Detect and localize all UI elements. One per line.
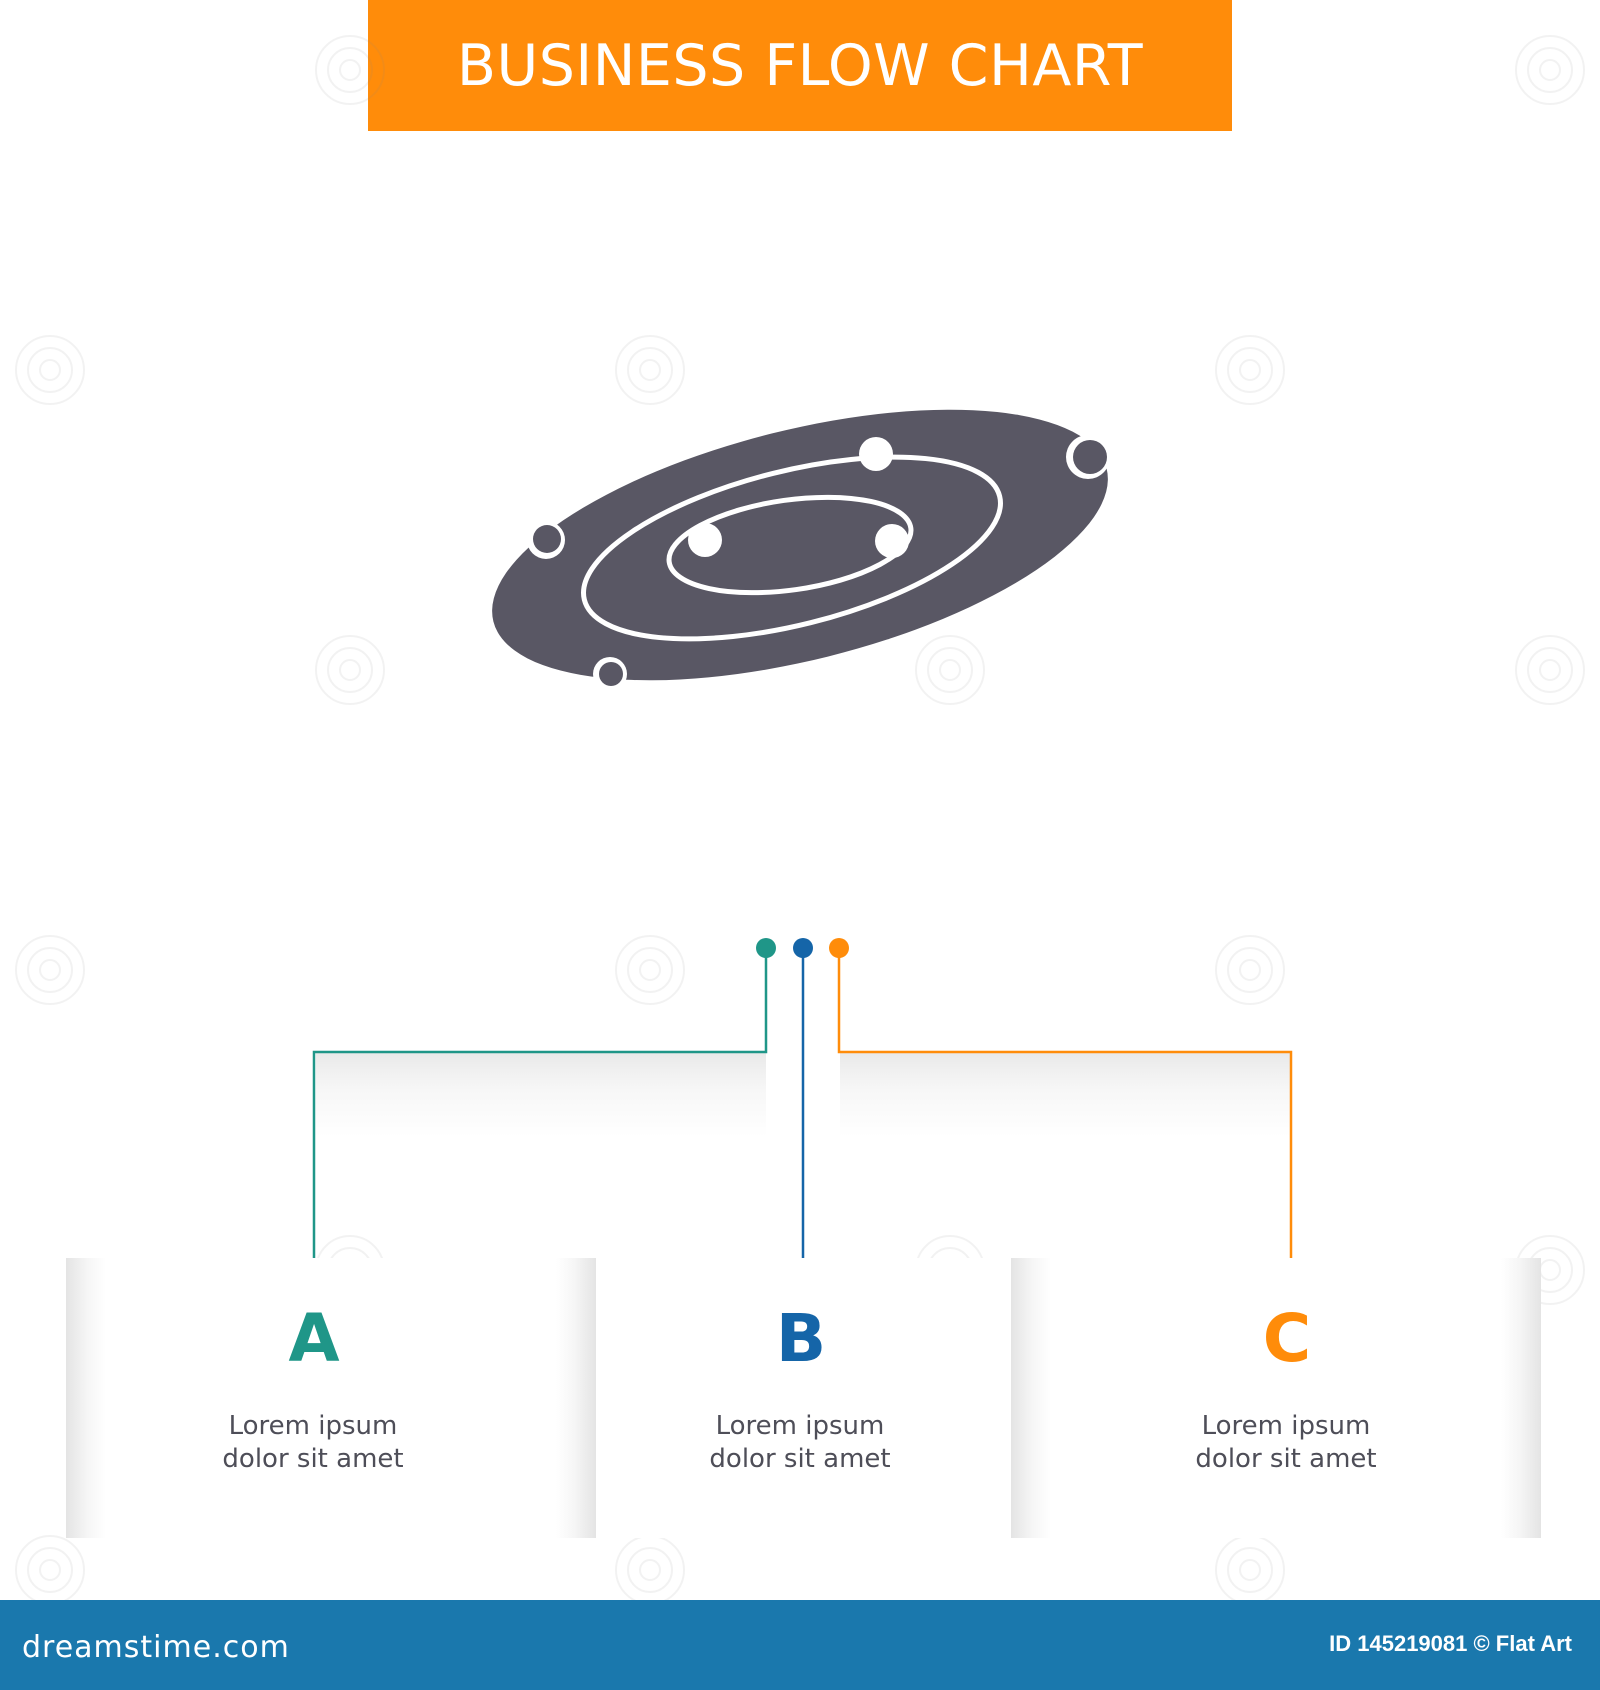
connector-shadow-left <box>316 1052 766 1137</box>
connector-c-dot <box>829 938 849 958</box>
step-c-caption-line1: Lorem ipsum <box>1201 1411 1371 1441</box>
step-a-letter: A <box>288 1300 340 1377</box>
chart-title: BUSINESS FLOW CHART <box>456 32 1144 99</box>
galaxy-orbit-icon <box>492 409 1110 691</box>
step-c-letter: C <box>1262 1300 1312 1377</box>
connector-lines <box>312 938 1293 1275</box>
title-banner: BUSINESS FLOW CHART <box>368 0 1232 131</box>
step-b-caption-line2: dolor sit amet <box>709 1444 891 1474</box>
connector-shadow-right <box>840 1052 1292 1137</box>
step-c-caption-line2: dolor sit amet <box>1195 1444 1377 1474</box>
step-b-letter: B <box>775 1300 827 1377</box>
connector-b-dot <box>793 938 813 958</box>
step-b-caption: Lorem ipsum dolor sit amet <box>670 1410 930 1476</box>
connector-c-line <box>837 948 1293 1275</box>
step-c-caption: Lorem ipsum dolor sit amet <box>1156 1410 1416 1476</box>
connector-a-dot <box>756 938 776 958</box>
step-a-caption-line2: dolor sit amet <box>222 1444 404 1474</box>
footer-image-id: ID 145219081 © Flat Art <box>1329 1631 1572 1656</box>
step-a-caption-line1: Lorem ipsum <box>228 1411 398 1441</box>
step-c-panel <box>1011 1258 1541 1538</box>
step-a-panel <box>66 1258 596 1538</box>
footer-bar <box>0 1600 1600 1690</box>
step-a-caption: Lorem ipsum dolor sit amet <box>183 1410 443 1476</box>
step-b-caption-line1: Lorem ipsum <box>715 1411 885 1441</box>
step-b-panel <box>596 1258 1011 1538</box>
connector-a-line <box>312 948 768 1275</box>
footer-brand: dreamstime.com <box>22 1630 290 1665</box>
